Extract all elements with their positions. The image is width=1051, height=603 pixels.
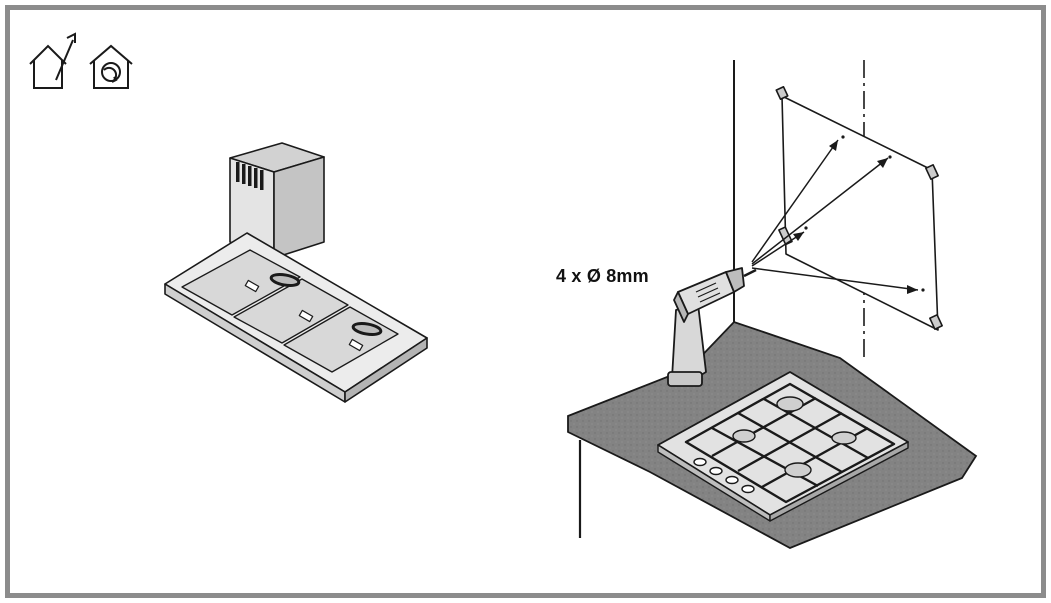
recirculation-mode-icon xyxy=(89,44,133,89)
chimney-vent-slots xyxy=(236,162,264,190)
ducted-mode-icon xyxy=(29,32,76,89)
chimney-hood-illustration xyxy=(164,142,428,403)
drill-spec-label: 4 x Ø 8mm xyxy=(556,266,649,286)
hob-burners xyxy=(732,396,857,478)
hob-knobs xyxy=(693,457,755,494)
gas-hob xyxy=(657,371,909,522)
mounting-template xyxy=(775,85,943,331)
drill-arrows xyxy=(751,139,919,294)
drill-marks xyxy=(804,135,925,292)
power-drill xyxy=(667,267,757,387)
